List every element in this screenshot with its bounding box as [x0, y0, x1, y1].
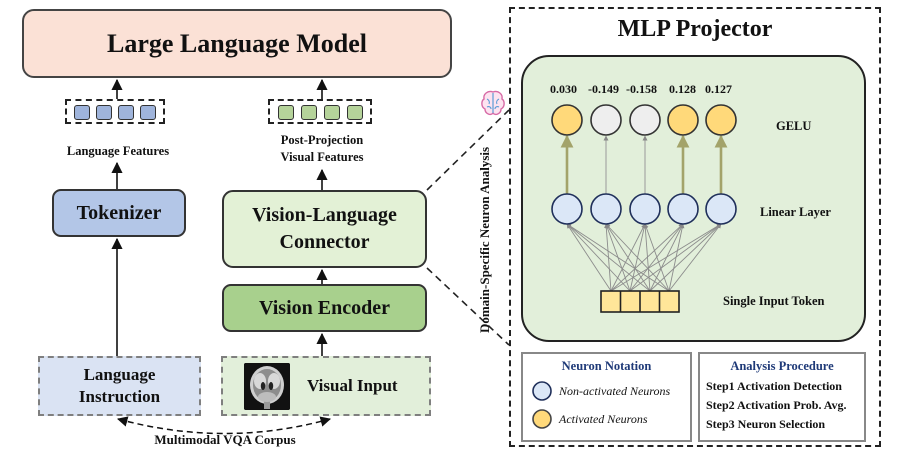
token-connection — [643, 223, 651, 292]
gelu-neuron-activated — [667, 104, 699, 136]
analysis-procedure-panel: Analysis Procedure Step1 Activation Dete… — [698, 352, 866, 442]
zoom-line-bottom — [426, 267, 510, 346]
visual-input-label: Visual Input — [307, 376, 398, 395]
vision-encoder-label: Vision Encoder — [259, 296, 390, 319]
token-connection — [605, 223, 651, 292]
token-connection — [629, 223, 722, 292]
neuron-notation-title: Neuron Notation — [561, 359, 652, 373]
gelu-label: GELU — [776, 119, 812, 133]
procedure-step-2: Step2 Activation Prob. Avg. — [706, 398, 847, 412]
tokenizer-box: Tokenizer — [52, 189, 186, 237]
token-connection — [566, 223, 612, 292]
language-features-box — [65, 99, 165, 124]
activated-neuron-icon — [532, 409, 552, 429]
brain-icon — [481, 90, 505, 116]
analysis-procedure-title: Analysis Procedure — [730, 359, 834, 373]
language-instruction-box: Language Instruction — [38, 356, 201, 416]
language-features-label: Language Features — [66, 143, 170, 158]
token-connection — [629, 223, 684, 292]
token-connection — [605, 223, 670, 292]
neuron-value-5: 0.127 — [705, 82, 732, 96]
token-connection — [649, 223, 722, 292]
mlp-analysis-panel — [509, 7, 881, 447]
linear-neuron — [705, 193, 737, 225]
linear-neuron — [590, 193, 622, 225]
token-connection — [566, 223, 670, 292]
gelu-neuron-inactive — [629, 104, 661, 136]
token-connection — [644, 223, 670, 292]
neuron-value-2: -0.149 — [588, 82, 619, 96]
non-activated-neurons-label: Non-activated Neurons — [559, 384, 671, 398]
visual-feature-token — [301, 105, 317, 120]
linear-neuron — [629, 193, 661, 225]
gelu-neuron-activated — [705, 104, 737, 136]
llm-label: Large Language Model — [107, 28, 367, 58]
activated-neurons-label: Activated Neurons — [559, 412, 648, 426]
token-connection — [566, 223, 651, 292]
gelu-neuron-inactive — [590, 104, 622, 136]
neuron-value-3: -0.158 — [626, 82, 657, 96]
visual-features-box — [268, 99, 372, 124]
corpus-label: Multimodal VQA Corpus — [154, 432, 296, 447]
token-connection — [566, 223, 631, 292]
visual-feature-token — [324, 105, 340, 120]
visual-feature-token — [278, 105, 294, 120]
neuron-value-4: 0.128 — [669, 82, 696, 96]
language-feature-token — [140, 105, 156, 120]
linear-layer-label: Linear Layer — [760, 205, 831, 219]
procedure-step-1: Step1 Activation Detection — [706, 379, 842, 393]
mri-scan-image — [244, 363, 290, 410]
connector-label-line1: Vision-Language — [252, 204, 397, 226]
vision-language-connector-box: Vision-Language Connector — [222, 190, 427, 268]
token-connection — [668, 223, 685, 292]
neuron-notation-panel: Neuron Notation Non-activated Neurons Ac… — [521, 352, 692, 442]
post-projection-label: Post-Projection Visual Features — [280, 133, 364, 164]
linear-neuron — [667, 193, 699, 225]
neuron-value-1: 0.030 — [550, 82, 577, 96]
connector-label-line2: Connector — [279, 231, 370, 253]
vision-encoder-box: Vision Encoder — [222, 284, 427, 332]
non-activated-neuron-icon — [532, 381, 552, 401]
language-feature-token — [74, 105, 90, 120]
mlp-projector-title: MLP Projector — [617, 16, 773, 42]
token-connection — [649, 223, 684, 292]
visual-feature-token — [347, 105, 363, 120]
language-feature-token — [96, 105, 112, 120]
token-connection — [610, 223, 684, 292]
gelu-neuron-activated — [551, 104, 583, 136]
procedure-step-3: Step3 Neuron Selection — [706, 417, 826, 431]
linear-neuron — [551, 193, 583, 225]
token-connection — [668, 223, 722, 292]
language-feature-token — [118, 105, 134, 120]
llm-box: Large Language Model — [22, 9, 452, 78]
tokenizer-label: Tokenizer — [76, 201, 162, 224]
visual-input-box: Visual Input — [221, 356, 431, 416]
single-input-token-label: Single Input Token — [723, 294, 825, 308]
